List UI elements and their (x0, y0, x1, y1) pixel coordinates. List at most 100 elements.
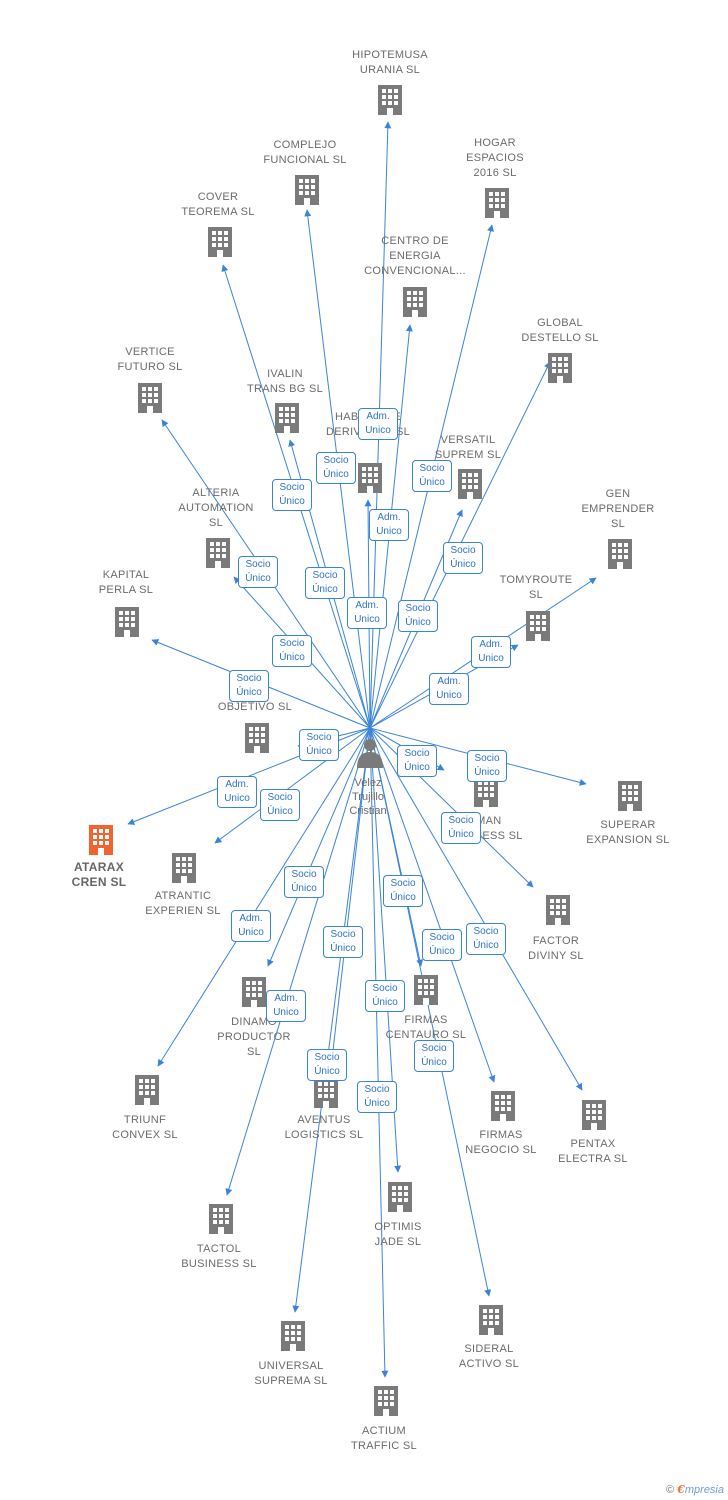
building-icon-gen[interactable] (608, 539, 632, 569)
building-icon-global[interactable] (548, 353, 572, 383)
company-label-centro[interactable]: CENTRO DE ENERGIA CONVENCIONAL... (364, 235, 466, 277)
company-label-cover[interactable]: COVER TEOREMA SL (181, 191, 255, 218)
role-badge-versatil: Socio Único (398, 600, 438, 632)
building-icon-sideral[interactable] (479, 1305, 503, 1335)
building-icon-atarax[interactable] (89, 825, 113, 855)
building-icon-firmasneg[interactable] (491, 1091, 515, 1121)
person-name[interactable]: Velez Trujillo Cristian (349, 777, 387, 817)
role-badge-hipotemusa: Adm. Unico (358, 408, 398, 440)
building-icon-firmascent[interactable] (414, 975, 438, 1005)
edge-pentax (369, 727, 583, 1091)
company-label-atrantic[interactable]: ATRANTIC EXPERIEN SL (145, 890, 221, 917)
company-label-versatil[interactable]: VERSATIL SUPREM SL (434, 434, 502, 461)
building-icon-objetivo[interactable] (245, 723, 269, 753)
building-icon-universal[interactable] (281, 1321, 305, 1351)
building-icon-ivalin[interactable] (275, 403, 299, 433)
edge-aventus (328, 727, 371, 1069)
role-badge-triunf: Adm. Unico (231, 910, 271, 942)
role-badge-superar: Socio Único (467, 750, 507, 782)
company-label-tactol[interactable]: TACTOL BUSINESS SL (181, 1243, 257, 1270)
company-label-actium[interactable]: ACTIUM TRAFFIC SL (351, 1425, 417, 1452)
edge-sideral (369, 727, 492, 1297)
building-icon-tactol[interactable] (209, 1204, 233, 1234)
role-badge-dinamo: Socio Único (284, 866, 324, 898)
role-badge-business: Socio Único (397, 745, 437, 777)
role-badge-vertice: Socio Único (238, 556, 278, 588)
role-badge-habitat: Adm. Unico (347, 597, 387, 629)
role-badge-cover: Socio Único (272, 479, 312, 511)
company-label-superar[interactable]: SUPERAR EXPANSION SL (586, 819, 670, 846)
building-icon-hipotemusa[interactable] (378, 85, 402, 115)
building-icon-pentax[interactable] (582, 1100, 606, 1130)
role-badge-atrantic: Socio Único (260, 789, 300, 821)
person-icon[interactable] (357, 739, 383, 768)
role-badge-firmasneg: Socio Único (422, 929, 462, 961)
company-label-dinamo[interactable]: DINAMO PRODUCTOR SL (217, 1016, 291, 1058)
company-label-atarax[interactable]: ATARAX CREN SL (71, 860, 127, 889)
brand-watermark: © €mpresia (666, 1483, 724, 1496)
building-icon-dinamo[interactable] (242, 977, 266, 1007)
edge-dinamo (267, 727, 371, 967)
building-icon-optimis[interactable] (388, 1182, 412, 1212)
building-icon-vertice[interactable] (138, 383, 162, 413)
edge-universal (292, 727, 371, 1313)
company-label-business[interactable]: SMAN BUSINESS SL (447, 815, 523, 842)
building-icon-versatil[interactable] (458, 469, 482, 499)
company-label-ivalin[interactable]: IVALIN TRANS BG SL (246, 368, 324, 395)
building-icon-tomyroute[interactable] (526, 611, 550, 641)
company-label-aventus[interactable]: AVENTUS LOGISTICS SL (284, 1114, 364, 1141)
company-label-sideral[interactable]: SIDERAL ACTIVO SL (458, 1343, 520, 1370)
role-badge-alteria: Socio Único (272, 635, 312, 667)
role-badge-hogar: Socio Único (412, 460, 452, 492)
role-badge-pentax: Socio Único (466, 923, 506, 955)
building-icon-alteria[interactable] (206, 538, 230, 568)
company-label-hipotemusa[interactable]: HIPOTEMUSA URANIA SL (352, 49, 428, 76)
building-icon-kapital[interactable] (115, 607, 139, 637)
role-badge-factor: Socio Único (441, 812, 481, 844)
company-label-triunf[interactable]: TRIUNF CONVEX SL (112, 1114, 178, 1141)
company-label-complejo[interactable]: COMPLEJO FUNCIONAL SL (263, 139, 347, 166)
role-badge-sideral: Socio Único (414, 1040, 454, 1072)
building-icon-factor[interactable] (546, 895, 570, 925)
role-badge-universal: Socio Único (307, 1049, 347, 1081)
building-icon-triunf[interactable] (135, 1075, 159, 1105)
role-badge-aventus: Socio Único (323, 926, 363, 958)
role-badge-objetivo: Socio Único (299, 729, 339, 761)
company-label-kapital[interactable]: KAPITAL PERLA SL (98, 569, 154, 596)
company-label-optimis[interactable]: OPTIMIS JADE SL (374, 1221, 422, 1248)
building-icon-cover[interactable] (208, 227, 232, 257)
role-badge-optimis: Socio Único (365, 980, 405, 1012)
role-badge-gen: Adm. Unico (471, 636, 511, 668)
role-badge-complejo: Socio Único (316, 452, 356, 484)
company-label-vertice[interactable]: VERTICE FUTURO SL (117, 346, 183, 373)
building-icon-centro[interactable] (403, 287, 427, 317)
building-icon-actium[interactable] (374, 1386, 398, 1416)
role-badge-global: Socio Único (443, 542, 483, 574)
company-label-alteria[interactable]: ALTERIA AUTOMATION SL (178, 487, 254, 529)
company-label-factor[interactable]: FACTOR DIVINY SL (528, 935, 584, 962)
edge-tactol (225, 727, 371, 1196)
role-badge-centro: Adm. Unico (369, 509, 409, 541)
company-label-firmasneg[interactable]: FIRMAS NEGOCIO SL (465, 1129, 537, 1156)
building-icon-aventus[interactable] (314, 1078, 338, 1108)
company-label-firmascent[interactable]: FIRMAS CENTAURO SL (385, 1014, 467, 1041)
company-label-global[interactable]: GLOBAL DESTELLO SL (521, 317, 599, 344)
edge-firmasneg (369, 727, 496, 1083)
role-badge-firmascent: Socio Único (383, 875, 423, 907)
company-label-universal[interactable]: UNIVERSAL SUPREMA SL (254, 1360, 328, 1387)
edge-atrantic (214, 727, 371, 844)
role-badge-ivalin: Socio Único (305, 567, 345, 599)
building-icon-atrantic[interactable] (172, 853, 196, 883)
role-badge-tomyroute: Adm. Unico (429, 673, 469, 705)
company-label-tomyroute[interactable]: TOMYROUTE SL (499, 574, 573, 601)
edge-actium (369, 727, 389, 1378)
building-icon-hogar[interactable] (485, 188, 509, 218)
building-icon-superar[interactable] (618, 781, 642, 811)
building-icon-complejo[interactable] (295, 175, 319, 205)
company-label-objetivo[interactable]: OBJETIVO SL (217, 701, 293, 713)
company-label-hogar[interactable]: HOGAR ESPACIOS 2016 SL (466, 137, 524, 179)
company-label-gen[interactable]: GEN EMPRENDER SL (581, 488, 655, 530)
building-icon-habitat[interactable] (358, 463, 382, 493)
company-label-pentax[interactable]: PENTAX ELECTRA SL (558, 1138, 628, 1165)
role-badge-actium: Socio Único (357, 1081, 397, 1113)
